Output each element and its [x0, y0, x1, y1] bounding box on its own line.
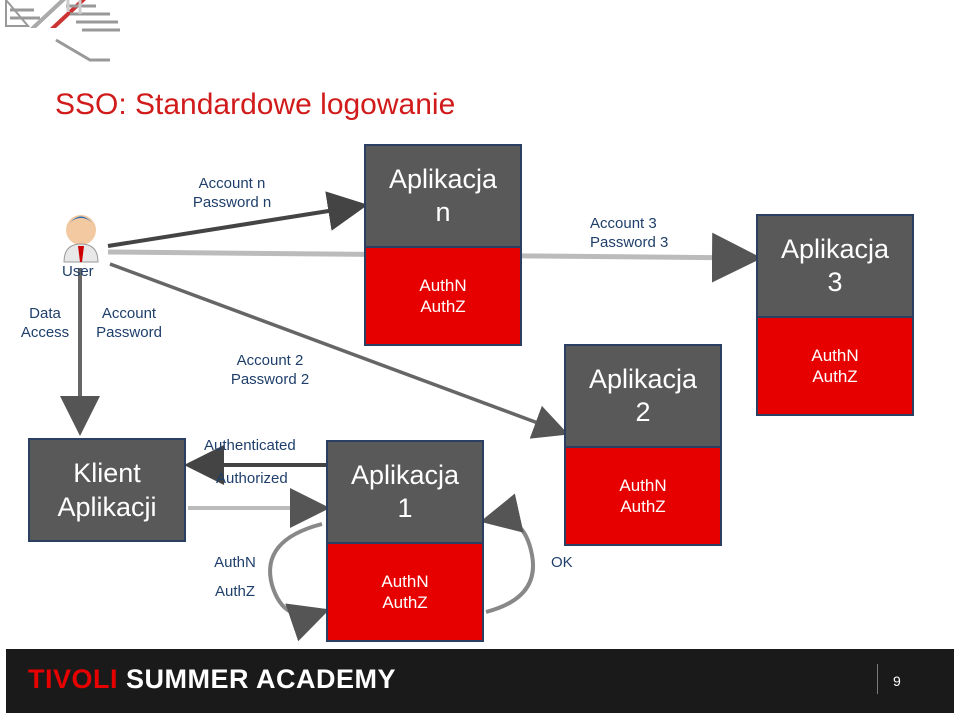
left-loop-arrow: [268, 522, 330, 642]
client-app-box: Klient Aplikacji: [28, 438, 186, 542]
loop-authn-authz-label: AuthN AuthZ: [214, 554, 256, 600]
brand-tivoli: TIVOLI: [28, 664, 118, 694]
right-loop-arrow: [480, 493, 535, 614]
arrow-to-app-2: [109, 262, 569, 439]
footer-bar: [6, 649, 954, 713]
brand-summer-academy: SUMMER ACADEMY: [126, 664, 397, 694]
footer-brand: TIVOLI SUMMER ACADEMY: [28, 664, 396, 695]
page-number: 9: [893, 673, 901, 689]
authorized-label: Authorized: [216, 470, 288, 487]
footer-separator: [877, 664, 878, 694]
ok-label: OK: [551, 554, 573, 571]
client-line1: Klient: [73, 458, 141, 488]
user-label: User: [62, 263, 94, 280]
client-line2: Aplikacji: [57, 492, 157, 522]
page-title: SSO: Standardowe logowanie: [55, 88, 456, 121]
user-icon: [63, 215, 99, 263]
authenticated-label: Authenticated: [204, 437, 296, 454]
corner-logo-icon: [5, 0, 120, 62]
arrow-to-app-n: [107, 191, 368, 248]
